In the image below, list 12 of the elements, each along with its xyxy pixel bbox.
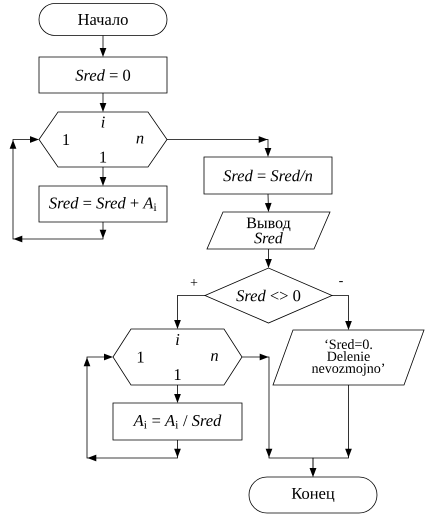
process-box: Sred = 0: [38, 56, 168, 94]
terminal-box: Начало: [38, 3, 168, 36]
edge-label: +: [189, 278, 199, 288]
process-box: Sred = Sred/n: [204, 156, 332, 194]
edge-label: -: [338, 280, 344, 286]
terminal-box: Конец: [248, 476, 378, 514]
process-box: A$_{i}$ = A$_{i}$ / Sred: [112, 402, 242, 440]
arrow: [84, 354, 181, 462]
loop-hexagon: i 1 n 1: [112, 328, 242, 386]
arrow: [10, 136, 106, 242]
loop-hexagon: i 1 n 1: [38, 112, 168, 168]
process-box: Sred = Sred + A$_{i}$: [38, 186, 168, 222]
